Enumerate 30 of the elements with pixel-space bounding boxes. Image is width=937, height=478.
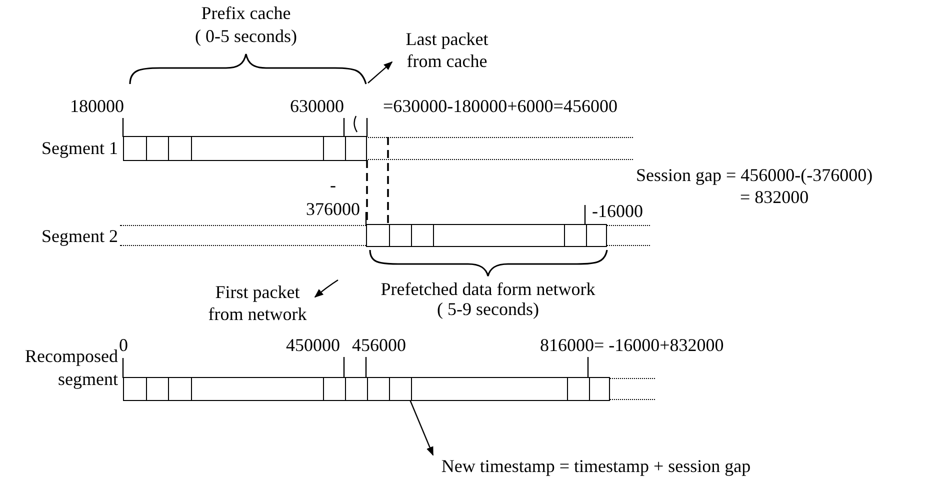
arrow: [368, 61, 393, 84]
timestamp-value: 180000: [70, 95, 125, 118]
dashed-connector: [387, 137, 389, 225]
timestamp-value: 630000: [290, 95, 345, 118]
annotation-label: =630000-180000+6000=456000: [383, 95, 618, 117]
annotation-text: New timestamp = timestamp + session gap: [386, 455, 806, 477]
segment-label: Segment 2: [40, 225, 118, 248]
timestamp-value: 450000: [286, 334, 341, 357]
annotation-label: Session gap = 456000-(-376000): [636, 164, 874, 186]
timestamp-value: 816000= -16000+832000: [540, 334, 725, 357]
timestamp-value: 376000: [306, 198, 361, 221]
annotation-text: Last packet from cache: [392, 28, 502, 72]
arrow: [409, 400, 434, 456]
segment-bar: [123, 137, 633, 160]
timestamp-value: -: [330, 174, 337, 197]
brace-caption: ( 0-5 seconds): [194, 25, 298, 48]
arrow: [314, 280, 338, 298]
segment-bar: [120, 225, 650, 246]
annotation-label: = 832000: [740, 186, 810, 208]
annotation-label: Prefetched data form network: [380, 278, 596, 300]
timestamp-value: 0: [119, 334, 129, 357]
timestamp-value: -16000: [592, 200, 644, 223]
annotation-text: First packet from network: [200, 281, 315, 325]
segment-bar: [123, 378, 655, 400]
brace-caption: Prefix cache: [200, 2, 292, 25]
segment-label: Recomposed segment: [24, 345, 118, 391]
segment-label: Segment 1: [40, 137, 118, 160]
curly-brace: [128, 52, 368, 85]
timestamp-value: 456000: [352, 334, 407, 357]
annotation-label: ( 5-9 seconds): [436, 298, 540, 320]
